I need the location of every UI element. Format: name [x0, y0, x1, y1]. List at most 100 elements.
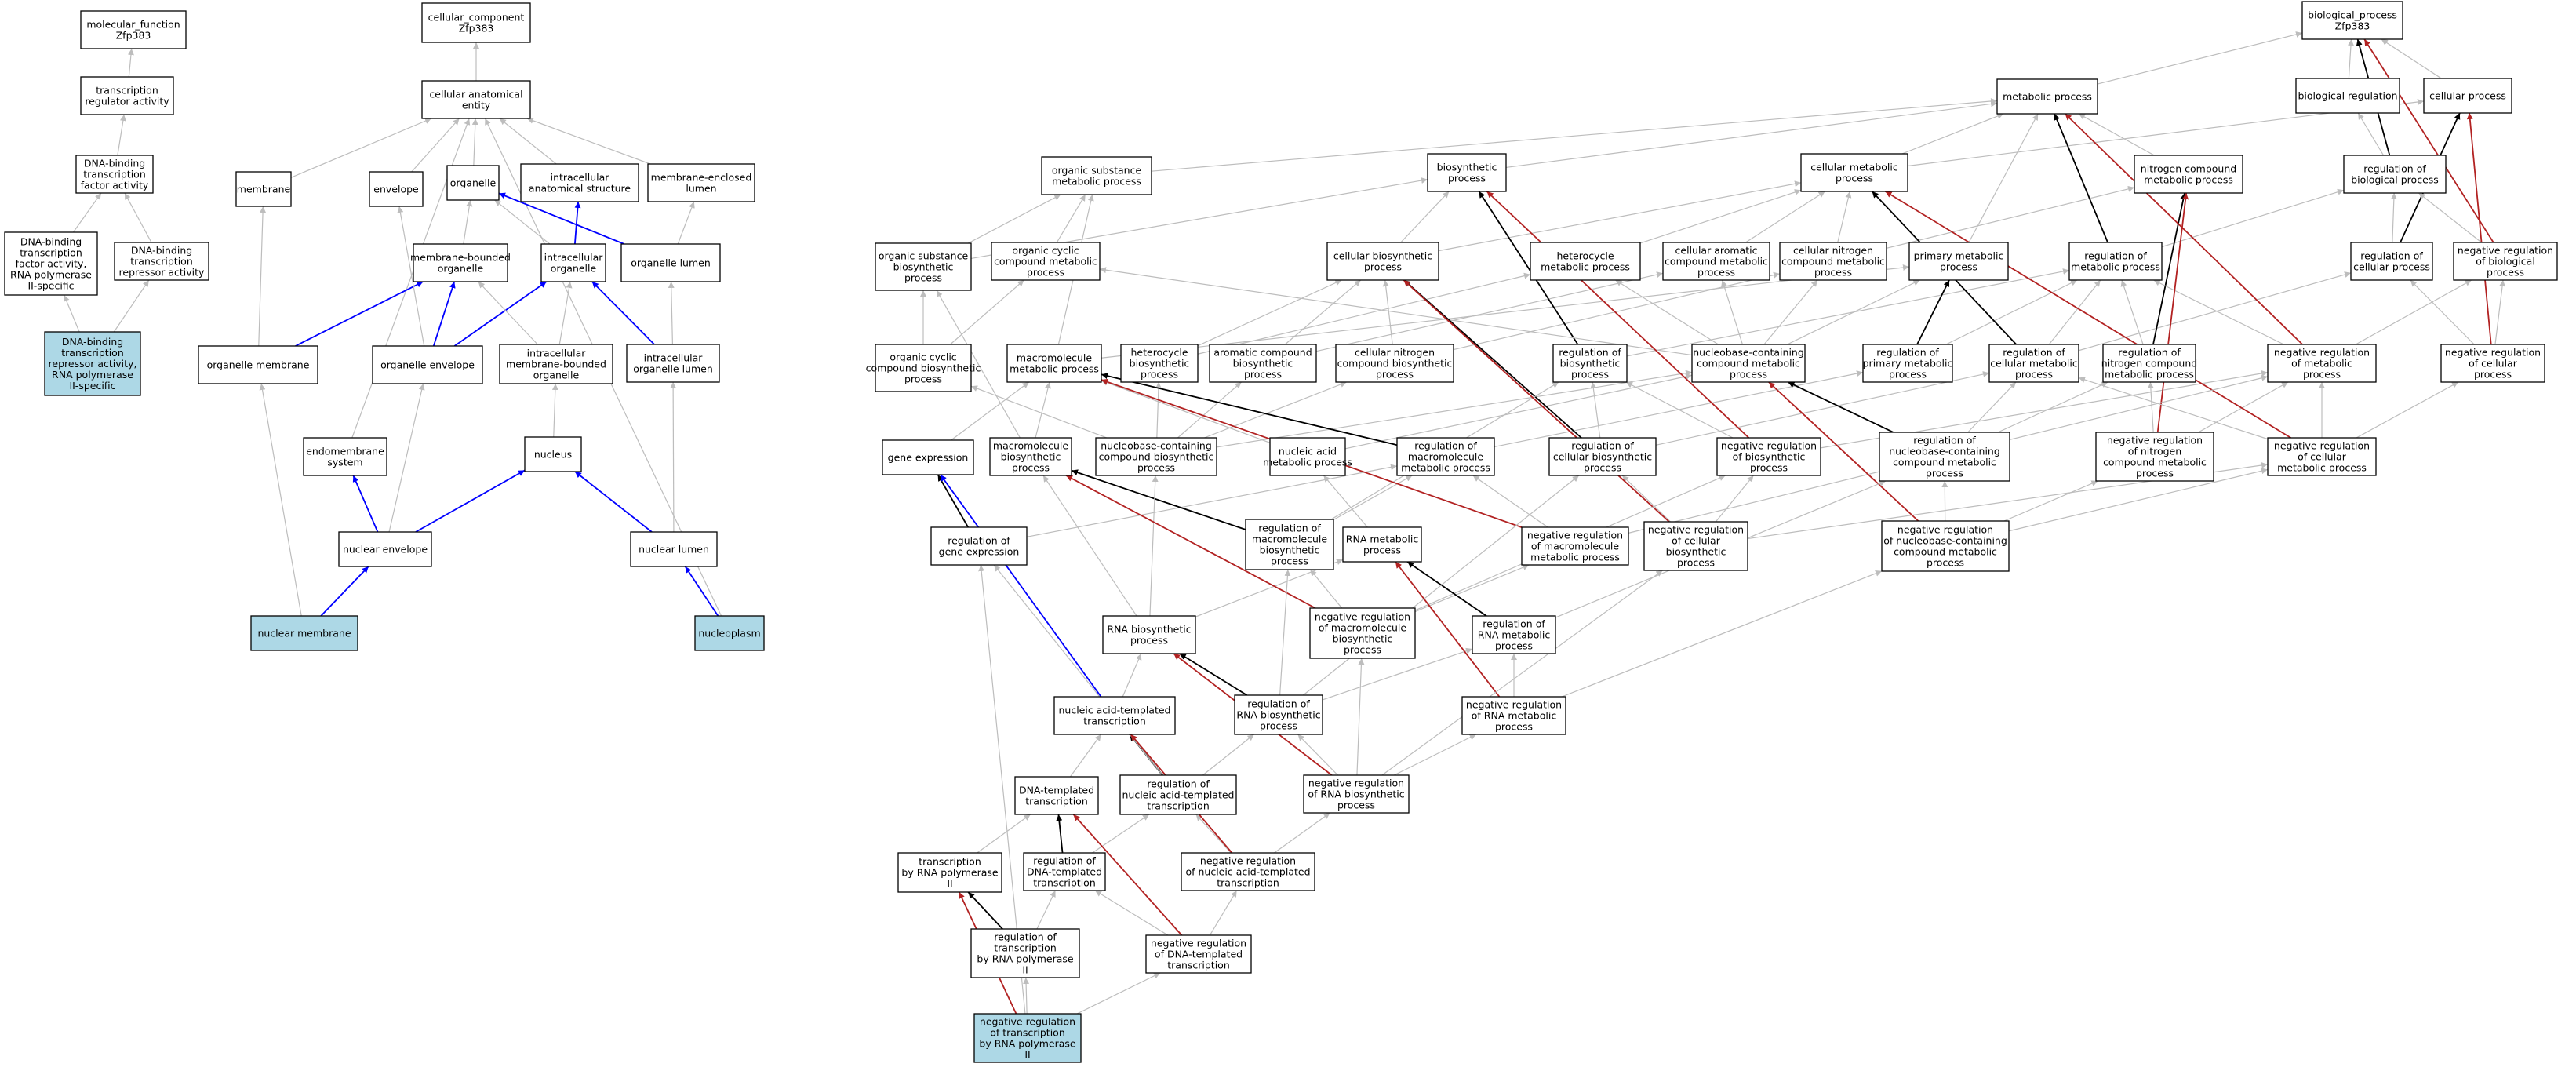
node-label-line: regulation of	[1414, 440, 1477, 452]
node-label-line: regulation of	[1033, 855, 1096, 867]
node-oe[interactable]: organelle envelope	[372, 345, 483, 384]
node-label-line: compound metabolic	[994, 256, 1097, 268]
node-rnbcmp[interactable]: regulation ofnucleobase-containingcompou…	[1879, 432, 2010, 482]
node-np[interactable]: nucleoplasm	[694, 615, 765, 651]
node-ol[interactable]: organelle lumen	[620, 243, 721, 282]
node-membrane[interactable]: membrane	[235, 171, 292, 207]
node-breg[interactable]: biological regulation	[2295, 78, 2400, 114]
edge-rrnabp-is-a-rmbp	[1279, 569, 1291, 696]
node-ge[interactable]: gene expression	[882, 439, 974, 475]
node-label-line: heterocycle	[1556, 250, 1614, 262]
node-label-line: of cellular	[2298, 451, 2347, 463]
node-nl[interactable]: nuclear lumen	[630, 531, 718, 567]
node-label-line: macromolecule	[1252, 534, 1327, 545]
node-box	[1006, 344, 1102, 383]
node-nucleus[interactable]: nucleus	[524, 436, 582, 472]
node-om[interactable]: organelle membrane	[198, 345, 318, 384]
node-nm[interactable]: nuclear membrane	[250, 615, 358, 651]
node-box	[1335, 344, 1454, 383]
node-mp[interactable]: metabolic process	[1996, 78, 2098, 115]
edge-oe-is-a-envelope	[397, 206, 425, 347]
node-rmbp[interactable]: regulation ofmacromoleculebiosyntheticpr…	[1245, 519, 1334, 570]
node-envelope[interactable]: envelope	[369, 171, 424, 207]
node-cp[interactable]: cellular process	[2423, 78, 2512, 114]
node-box	[1102, 615, 1196, 654]
node-ne[interactable]: nuclear envelope	[338, 531, 432, 567]
node-organelle[interactable]: organelle	[446, 165, 500, 201]
node-label-line: RNA biosynthetic	[1107, 624, 1191, 636]
